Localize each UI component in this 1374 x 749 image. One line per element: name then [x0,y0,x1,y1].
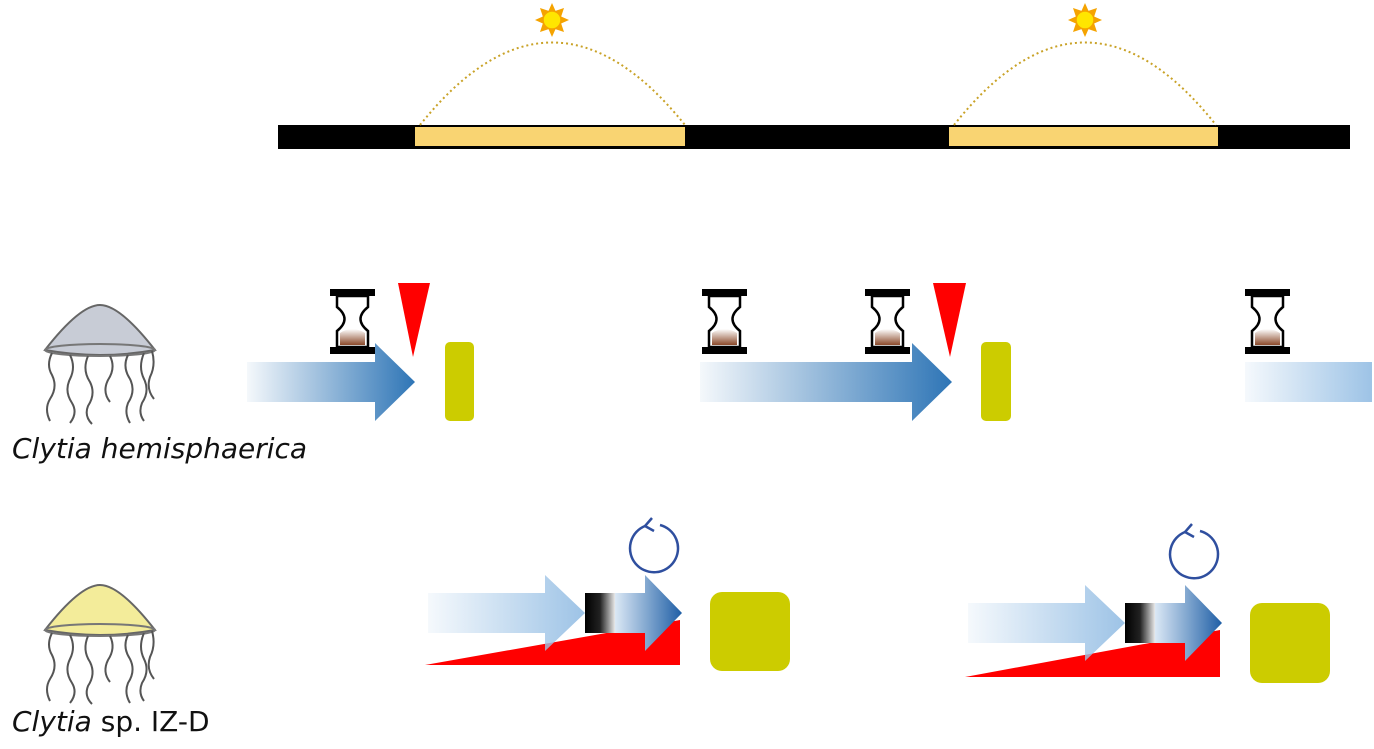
hourglass-icon [700,287,749,356]
hourglass-icon [1243,287,1292,356]
day-bar-2 [949,127,1218,146]
species-name: Clytia hemisphaerica [12,432,308,465]
species-suffix: sp. IZ-D [91,705,210,738]
output-arrow [1155,585,1222,661]
jellyfish-icon [44,304,156,425]
spawning-4 [1250,603,1330,683]
day-bar-1 [415,127,685,146]
cycle-arrow-icon [628,517,680,574]
oscillator-group-1 [425,517,790,671]
oscillator-group-2 [965,523,1330,683]
species-name: Clytia [12,705,92,738]
hourglass-icon [328,287,377,356]
spawning-1 [445,342,474,421]
sun-arc-2 [953,41,1217,126]
spawning-2 [981,342,1011,421]
timer-arrow-1 [247,343,415,421]
light-trigger-1 [398,283,430,357]
clock-arrow [968,585,1125,661]
dark-gate [585,593,615,633]
species-label-2: Clytia sp. IZ-D [12,705,210,738]
sun-arc-1 [419,41,686,126]
timer-arrow-2 [700,343,952,421]
dark-gate [1125,603,1155,643]
spawning-3 [710,592,790,671]
sun-icon [1067,2,1103,38]
sun-icon [534,2,570,38]
light-trigger-2 [933,283,966,357]
clock-arrow [428,575,585,651]
species-label-1: Clytia hemisphaerica [12,432,307,465]
cycle-arrow-icon [1168,523,1220,580]
timer-arrow-3 [1245,362,1372,402]
jellyfish-icon [44,584,156,705]
output-arrow [615,575,682,651]
hourglass-icon [863,287,912,356]
